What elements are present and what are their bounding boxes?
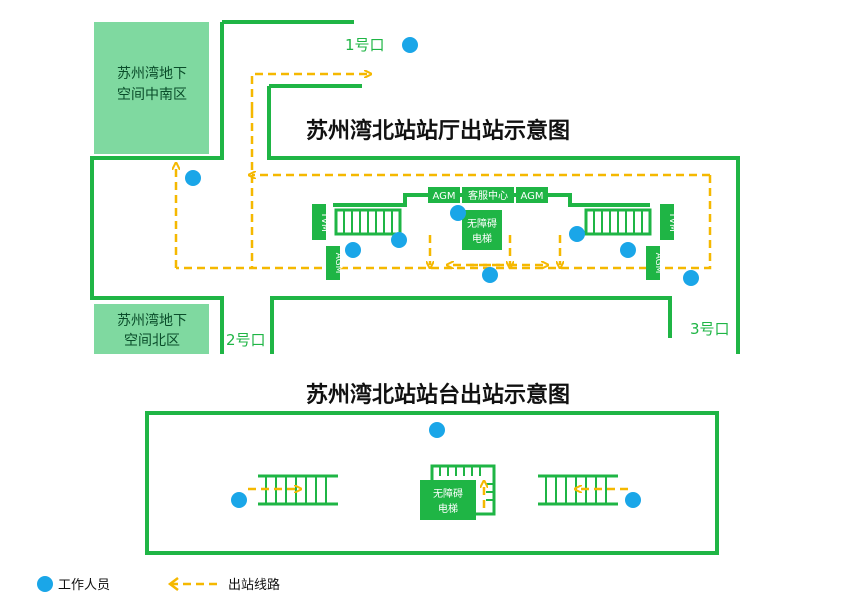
agm-top-right-label: AGM — [520, 191, 543, 202]
legend-route-icon — [167, 577, 222, 591]
platform-routes — [248, 484, 628, 508]
concourse-elevator-line1: 无障碍 — [467, 217, 497, 230]
agm-side-left — [326, 246, 340, 280]
concourse-elevator — [462, 210, 502, 250]
legend-staff-icon — [37, 576, 53, 592]
platform-elevator — [420, 480, 476, 520]
service-center-box — [462, 187, 514, 203]
platform-elevator-line1: 无障碍 — [433, 487, 463, 500]
concourse-routes — [176, 74, 712, 270]
concourse-staff — [185, 37, 699, 286]
agm-top-left — [428, 187, 460, 203]
service-center-label: 客服中心 — [468, 189, 508, 202]
agm-top-right — [516, 187, 548, 203]
platform-title: 苏州湾北站站台出站示意图 — [306, 382, 570, 408]
legend-staff-label: 工作人员 — [58, 578, 110, 593]
zone-south-block — [94, 22, 209, 154]
agm-side-right-label: AGM — [653, 253, 663, 274]
platform-elevator-line2: 电梯 — [438, 502, 458, 515]
agm-side-right — [646, 246, 660, 280]
exit-2-label: 2号口 — [226, 331, 266, 349]
agm-side-left-label: AGM — [333, 253, 343, 274]
tvm-right — [660, 204, 674, 240]
tvm-left — [312, 204, 326, 240]
zone-north-line2: 空间北区 — [124, 333, 180, 349]
exit-1-label: 1号口 — [345, 36, 385, 54]
concourse-elevator-line2: 电梯 — [472, 232, 492, 245]
concourse-stairs-right — [584, 208, 652, 236]
platform-stairs-left — [258, 474, 338, 506]
zone-south-line2: 空间中南区 — [117, 87, 187, 103]
platform-staff — [231, 422, 641, 508]
zone-north-block — [94, 304, 209, 354]
platform-stairs-right — [538, 474, 618, 506]
platform-outline — [145, 411, 719, 555]
agm-top-left-label: AGM — [432, 191, 455, 202]
concourse-stairs-left — [334, 208, 402, 236]
exit-3-label: 3号口 — [690, 320, 730, 338]
legend-route-label: 出站线路 — [228, 577, 280, 593]
zone-north-line1: 苏州湾地下 — [117, 312, 187, 329]
concourse-title: 苏州湾北站站厅出站示意图 — [306, 118, 570, 144]
tvm-left-label: TVM — [319, 211, 329, 231]
zone-south-line1: 苏州湾地下 — [117, 65, 187, 82]
tvm-right-label: TVM — [667, 211, 677, 231]
